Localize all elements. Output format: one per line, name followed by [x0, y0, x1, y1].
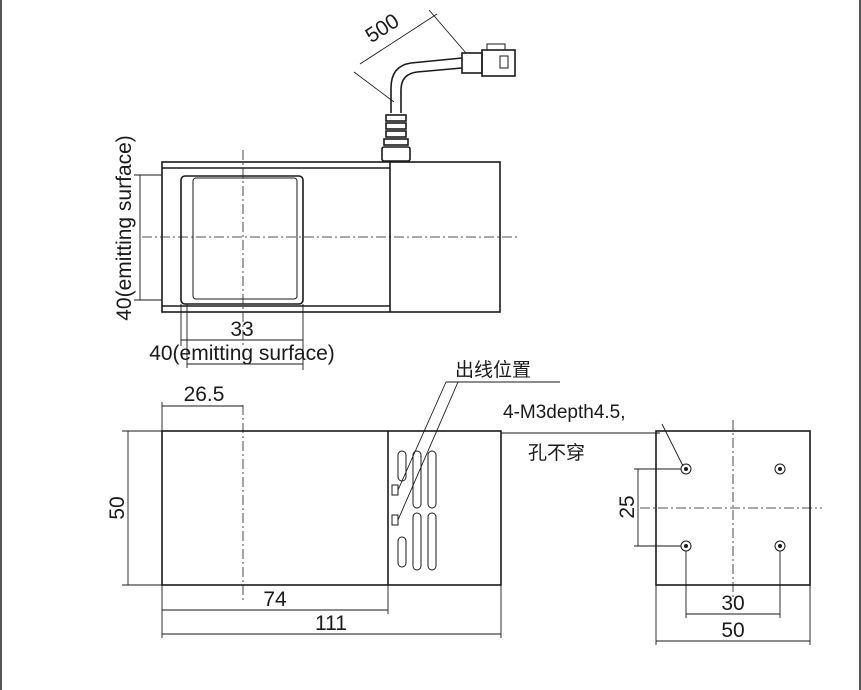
front-view: 出线位置 26.5 50 74 111 [106, 359, 660, 638]
cable-exit-port [391, 514, 399, 526]
mounting-hole [774, 463, 786, 475]
fin-slot [397, 450, 407, 482]
cable-connector-tab [486, 43, 506, 51]
mounting-hole-core [778, 544, 782, 548]
cable-exit-leader [397, 381, 459, 521]
dim-26-5-label: 26.5 [184, 383, 225, 406]
cable-strain-relief-base [381, 146, 411, 162]
top-view: 500 40(emitting surface) 33 40(emitting … [113, 9, 520, 370]
cable-strain-relief-rib [383, 138, 409, 146]
dim-111-label: 111 [315, 612, 347, 635]
not-through-note: 孔不穿 [528, 442, 585, 464]
frame-left-edge [0, 0, 2, 690]
thread-spec-note: 4-M3depth4.5, [503, 402, 626, 423]
cable-exit-note: 出线位置 [455, 359, 531, 381]
window-outer [180, 175, 304, 305]
dim-25-label: 25 [616, 495, 639, 518]
mounting-hole-core [778, 467, 782, 471]
dim-500-ext-a [353, 71, 395, 103]
window-inner [192, 177, 298, 300]
cable-connector [461, 52, 483, 74]
cable-outline [390, 57, 463, 113]
dim-30-label: 30 [721, 592, 744, 615]
cable-strain-relief-rib [385, 130, 407, 138]
heat-sink-fins [391, 450, 437, 571]
dim-40v-label: 40(emitting surface) [113, 135, 136, 321]
side-view: 4-M3depth4.5, 孔不穿 25 30 50 [503, 402, 822, 645]
fin-slot [427, 450, 437, 509]
cable-assembly [381, 43, 516, 162]
dim-40h-label: 40(emitting surface) [149, 342, 335, 365]
cable-exit-port [391, 484, 399, 496]
fin-slot [412, 450, 422, 509]
fin-slot [412, 512, 422, 571]
cable-connector-slot [499, 55, 509, 69]
dim-33-label: 33 [230, 318, 253, 341]
dim-50h-label: 50 [721, 619, 744, 642]
cable-strain-relief-rib [385, 114, 407, 122]
dim-500-label: 500 [362, 9, 404, 47]
frame-right-edge [859, 0, 861, 690]
cable-connector-latch [481, 49, 516, 77]
fin-slot [427, 512, 437, 571]
cable-strain-relief-rib [385, 122, 407, 130]
front-view-body [161, 430, 502, 586]
dim-50v-label: 50 [106, 496, 129, 519]
cable-exit-leader [397, 381, 447, 491]
fin-slot [397, 536, 407, 568]
mounting-hole-core [684, 467, 688, 471]
cable-outline [400, 67, 463, 113]
dim-500-line [359, 13, 438, 65]
mounting-hole-core [684, 544, 688, 548]
dim-500-ext-b [428, 9, 467, 54]
dim-74-label: 74 [263, 588, 287, 611]
hole-note-leader [661, 423, 684, 467]
